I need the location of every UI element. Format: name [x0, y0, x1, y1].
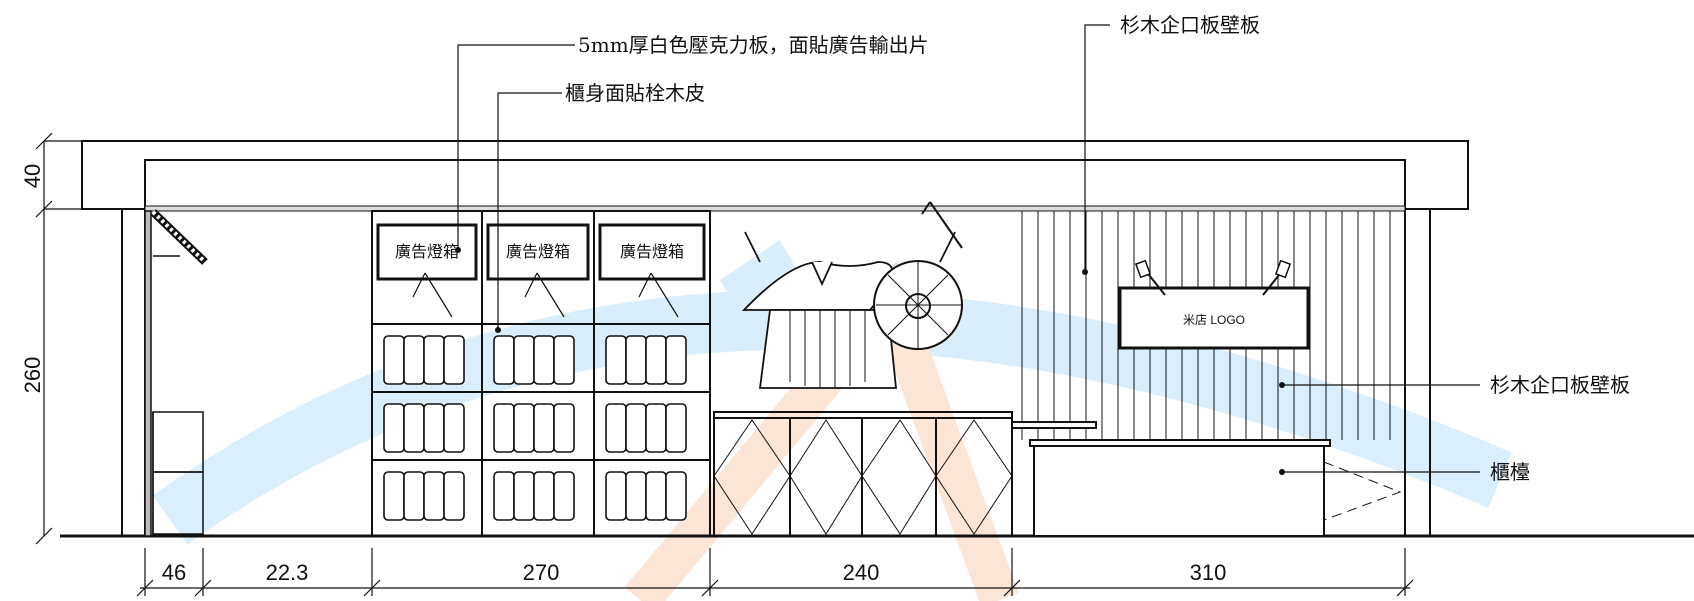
annotation-wall-panel-top: 杉木企口板壁板	[1120, 13, 1260, 37]
rice-bag	[493, 335, 515, 385]
rice-bag	[625, 335, 647, 385]
rice-bag	[403, 335, 425, 385]
rice-bag	[645, 403, 667, 453]
leader-dots	[455, 247, 1285, 475]
rice-bag	[625, 403, 647, 453]
vertical-dimension	[35, 132, 82, 545]
lightbox-label: 廣告燈箱	[395, 243, 459, 261]
left-column	[144, 209, 208, 537]
rice-bag	[383, 403, 405, 453]
rice-bag	[553, 335, 575, 385]
dimension-width-2: 22.3	[266, 560, 309, 585]
logo-sign: 米店 LOGO	[1118, 259, 1310, 350]
rice-bag	[533, 335, 555, 385]
dimension-width-4: 240	[843, 560, 880, 585]
wall-fan	[873, 201, 963, 350]
rice-bag	[403, 403, 425, 453]
rice-bag	[533, 403, 555, 453]
rice-bag	[443, 471, 465, 521]
rice-bag	[423, 335, 445, 385]
rice-bag	[383, 335, 405, 385]
rice-bag	[513, 335, 535, 385]
rice-bag	[605, 471, 627, 521]
dimension-height-2: 260	[20, 357, 45, 394]
rice-bag	[645, 335, 667, 385]
rice-bag	[605, 403, 627, 453]
dimension-width-1: 46	[162, 560, 186, 585]
rice-bag	[665, 471, 687, 521]
rice-bag	[513, 403, 535, 453]
ceiling-strip	[144, 205, 1406, 212]
rice-bag	[665, 403, 687, 453]
rice-bag	[443, 335, 465, 385]
rice-bag	[605, 335, 627, 385]
rice-bag	[553, 403, 575, 453]
annotation-wall-panel-right: 杉木企口板壁板	[1490, 373, 1630, 397]
rice-bag	[493, 403, 515, 453]
dimension-height-1: 40	[20, 164, 45, 188]
annotation-acrylic: 5mm厚白色壓克力板，面貼廣告輸出片	[578, 33, 929, 57]
rice-bag	[625, 471, 647, 521]
logo-text: 米店 LOGO	[1183, 313, 1245, 327]
rice-bags	[383, 335, 687, 521]
shelf-spotlights	[412, 272, 679, 318]
rice-bag	[493, 471, 515, 521]
rice-bag	[423, 471, 445, 521]
dimension-width-5: 310	[1190, 560, 1227, 585]
rice-bag	[403, 471, 425, 521]
lightbox-2: 廣告燈箱	[486, 223, 590, 281]
lightbox-1: 廣告燈箱	[376, 223, 478, 281]
lightbox-label: 廣告燈箱	[620, 243, 684, 261]
shelving-units	[371, 210, 711, 537]
display-cabinet	[713, 411, 1013, 537]
rice-bag	[383, 471, 405, 521]
rice-bag	[423, 403, 445, 453]
lightbox-3: 廣告燈箱	[598, 223, 706, 281]
rice-bag	[513, 471, 535, 521]
rice-bag	[533, 471, 555, 521]
garment-display	[741, 231, 956, 389]
rice-bag	[665, 335, 687, 385]
rice-bag	[645, 471, 667, 521]
rice-bag	[443, 403, 465, 453]
dimension-width-3: 270	[523, 560, 560, 585]
leader-lines	[457, 24, 1480, 473]
lightbox-label: 廣告燈箱	[506, 243, 570, 261]
annotation-cabinet-veneer: 櫃身面貼栓木皮	[565, 81, 705, 105]
horizontal-dimension	[136, 548, 1414, 597]
counter-unit	[1011, 421, 1402, 537]
annotation-counter: 櫃檯	[1490, 460, 1530, 484]
rice-bag	[553, 471, 575, 521]
